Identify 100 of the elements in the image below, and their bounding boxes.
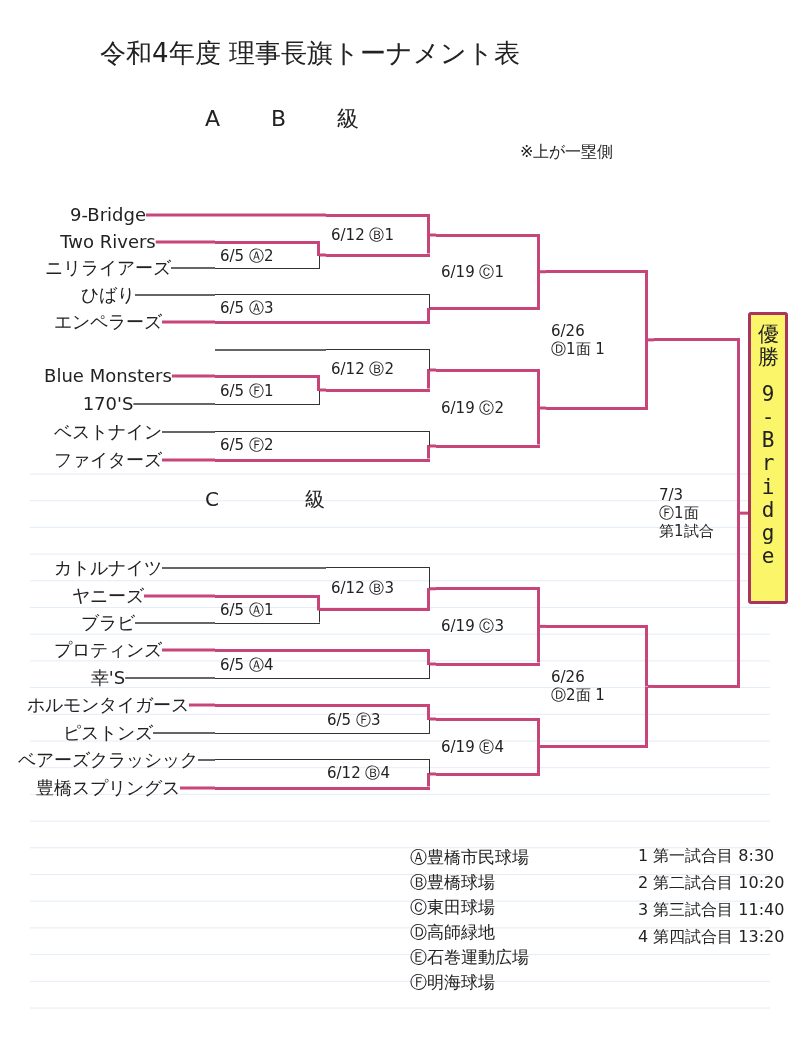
bracket-box (326, 567, 430, 611)
bracket-line (146, 213, 326, 217)
match-info: 6/5 Ⓐ2 (220, 246, 274, 265)
team-name: Blue Monsters (44, 363, 172, 389)
bracket-line (197, 759, 216, 761)
bracket-line (161, 567, 327, 569)
bracket-box (436, 233, 540, 310)
bracket-box (546, 270, 648, 410)
bracket-box (215, 594, 320, 624)
section-heading: C 級 (205, 486, 326, 513)
bracket-line (430, 233, 436, 237)
bracket-line (430, 772, 436, 776)
champion-box (748, 312, 788, 604)
team-name: Two Rivers (60, 229, 156, 255)
match-date: 6/26 (551, 668, 586, 687)
venue-key: Ⓕ明海球場 (410, 971, 495, 994)
match-info: 6/5 Ⓐ4 (220, 655, 274, 674)
bracket-line (740, 511, 748, 515)
bracket-line (189, 703, 215, 707)
bracket-line (134, 294, 216, 296)
bracket-line (540, 270, 546, 274)
bracket-line (155, 240, 215, 244)
team-name: 豊橋スプリングス (36, 775, 180, 801)
note: ※上が一塁側 (520, 142, 614, 163)
match-info: Ⓓ1面 1 (551, 339, 605, 358)
team-name: ひばり (81, 282, 135, 308)
bracket-box (436, 587, 540, 666)
bracket-box (215, 374, 320, 405)
team-name: ホルモンタイガース (27, 692, 189, 718)
game-time: 3 第三試合目 11:40 (638, 900, 785, 921)
bracket-line (320, 388, 326, 392)
team-name: ヤニーズ (72, 583, 144, 609)
match-date: 7/3 (659, 486, 685, 505)
bracket-line (144, 594, 215, 598)
bracket-line (430, 587, 436, 591)
bracket-box (546, 624, 648, 748)
bracket-line (171, 374, 215, 378)
bracket-line (540, 624, 546, 628)
bracket-line (162, 648, 215, 652)
bracket-box (215, 431, 430, 462)
bracket-line (170, 267, 216, 269)
bracket-line (430, 368, 436, 372)
match-date: 6/26 (551, 321, 586, 340)
bracket-line (430, 307, 436, 310)
bracket-line (214, 349, 327, 351)
bracket-box (436, 368, 540, 448)
match-info: 6/12 Ⓑ2 (331, 360, 394, 379)
title: 令和4年度 理事長旗トーナメント表 (100, 37, 520, 70)
bracket-box (215, 240, 320, 269)
bracket-box (215, 648, 430, 679)
match-info: 6/5 Ⓕ3 (327, 710, 381, 729)
bracket-line (161, 431, 216, 433)
team-name: カトルナイツ (54, 555, 162, 581)
team-name: ニリライアーズ (45, 255, 171, 281)
match-info: Ⓓ2面 1 (551, 686, 605, 705)
match-info: 6/5 Ⓕ1 (220, 381, 274, 400)
match-info: 6/12 Ⓑ1 (331, 226, 394, 244)
venue-key: Ⓓ高師緑地 (410, 921, 495, 944)
match-info: 6/5 Ⓐ1 (220, 601, 274, 620)
bracket-line (152, 732, 216, 734)
match-info: 6/19 Ⓒ1 (441, 262, 504, 281)
match-info: 6/5 Ⓕ2 (220, 436, 274, 455)
team-name: ファイターズ (54, 447, 162, 473)
match-info: 6/19 Ⓔ4 (441, 737, 504, 756)
team-name: プロティンズ (54, 637, 162, 663)
bracket-line (162, 458, 215, 462)
team-name: ブラビ (81, 610, 135, 636)
venue-key: Ⓑ豊橋球場 (410, 871, 495, 894)
bracket-box (215, 294, 430, 324)
bracket-line (320, 253, 326, 257)
bracket-line (180, 786, 215, 790)
bracket-box (436, 717, 540, 776)
bracket-box (326, 213, 430, 257)
bracket-line (430, 662, 436, 666)
match-info: 6/19 Ⓒ3 (441, 617, 504, 636)
match-info: 第1試合 (659, 522, 714, 541)
bracket-box (326, 349, 430, 392)
team-name: ピストンズ (63, 720, 153, 746)
team-name: ベストナイン (54, 419, 162, 445)
team-name: 幸'S (90, 665, 126, 691)
game-time: 1 第一試合目 8:30 (638, 846, 775, 867)
game-time: 4 第四試合目 13:20 (638, 927, 785, 948)
bracket-box (215, 703, 430, 734)
section-heading: A B 級 (205, 105, 360, 133)
bracket-line (430, 717, 436, 721)
team-name: エンペラーズ (54, 309, 162, 335)
bracket-line (540, 745, 546, 748)
bracket-line (320, 608, 326, 611)
match-info: 6/19 Ⓒ2 (441, 399, 504, 417)
venue-key: Ⓔ石巻運動広場 (410, 946, 529, 969)
game-time: 2 第二試合目 10:20 (638, 873, 785, 894)
venue-key: Ⓐ豊橋市民球場 (410, 846, 529, 869)
bracket-line (430, 444, 436, 448)
bracket-line (134, 622, 216, 624)
match-info: 6/5 Ⓐ3 (220, 298, 274, 317)
match-info: 6/12 Ⓑ4 (327, 764, 390, 783)
champion-heading: 優勝 (757, 323, 779, 370)
champion-name: 9-Bridge (760, 383, 776, 568)
bracket-line (132, 403, 216, 405)
venue-key: Ⓒ東田球場 (410, 896, 495, 919)
